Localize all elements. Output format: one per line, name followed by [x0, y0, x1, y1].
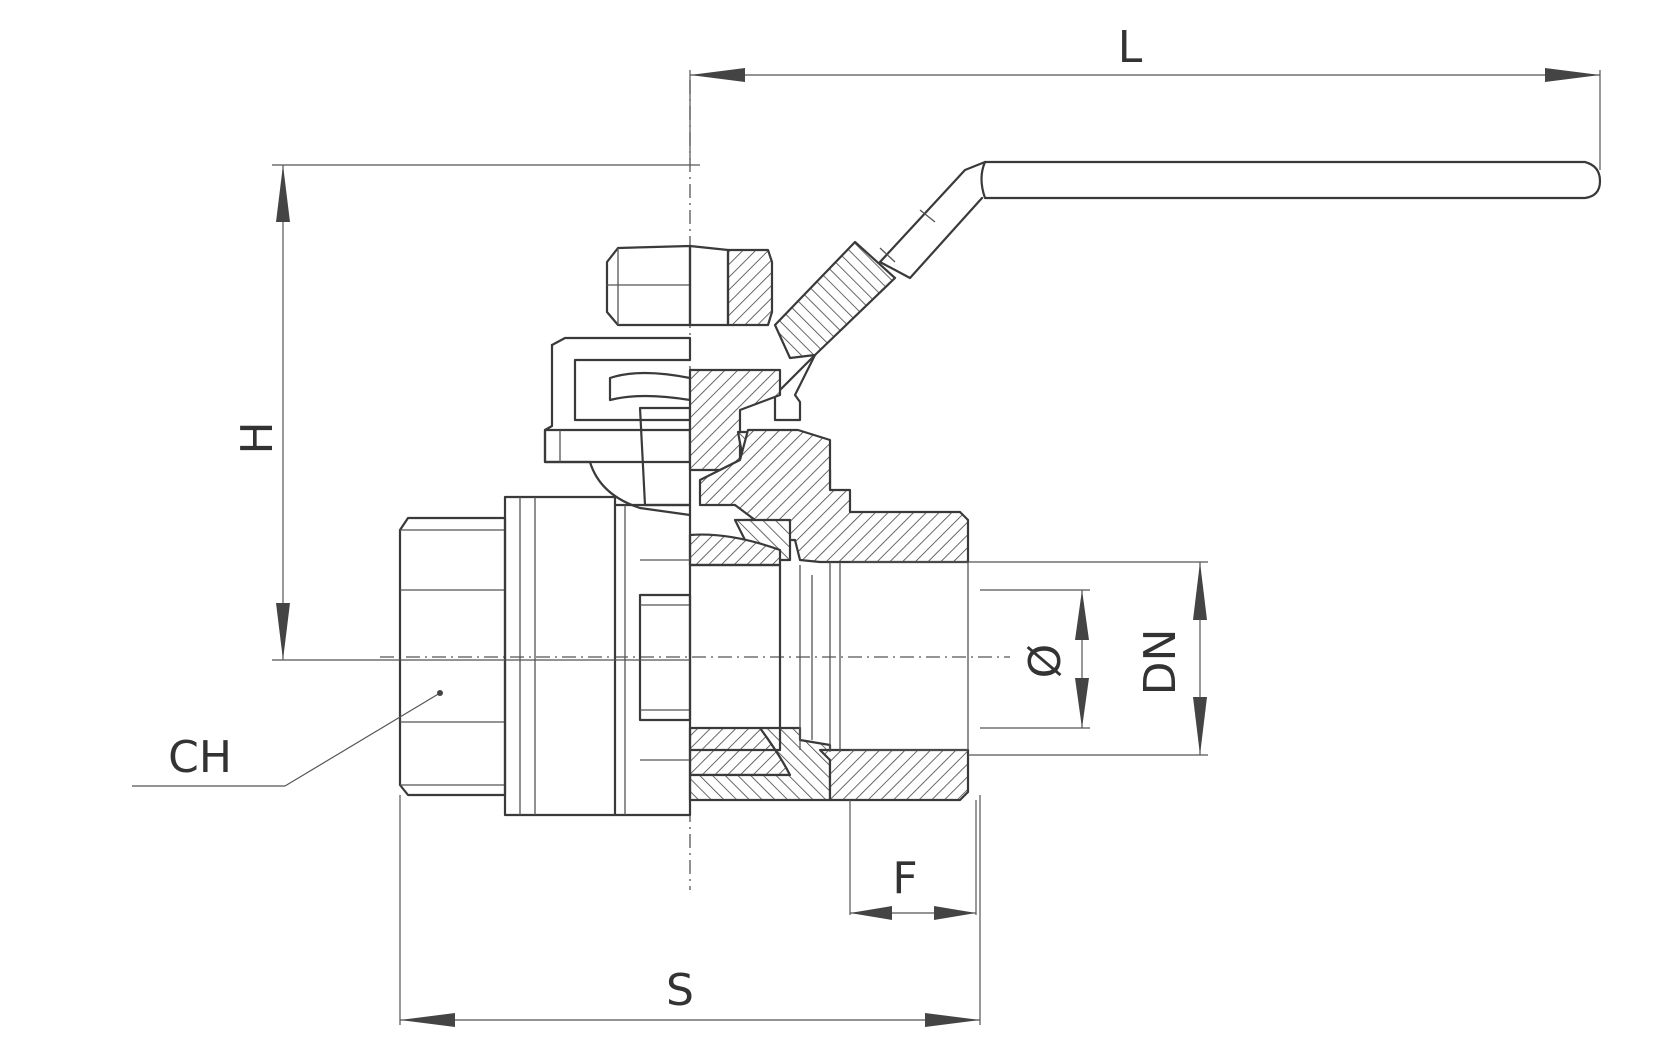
- leader-CH: [132, 690, 443, 787]
- dimension-H: [272, 164, 700, 661]
- bore-and-threads: [638, 561, 969, 752]
- dimension-DN: [968, 561, 1208, 756]
- label-S: S: [666, 965, 694, 1016]
- label-diameter: Ø: [1020, 644, 1071, 679]
- centerlines: [380, 80, 1010, 890]
- stem-nut: [605, 244, 774, 327]
- dimension-F: [849, 800, 977, 920]
- valve-body-upper: [688, 428, 970, 567]
- valve-body-lower: [688, 726, 970, 802]
- dimension-S: [399, 795, 981, 1027]
- label-CH: CH: [168, 732, 232, 783]
- left-flange: [503, 460, 692, 817]
- dimension-diameter: [980, 589, 1090, 729]
- handle-lever: [773, 160, 1602, 422]
- dimension-L: [689, 68, 1601, 170]
- label-F: F: [892, 853, 917, 904]
- label-L: L: [1118, 22, 1143, 73]
- label-DN: DN: [1135, 629, 1186, 696]
- label-H: H: [232, 421, 283, 454]
